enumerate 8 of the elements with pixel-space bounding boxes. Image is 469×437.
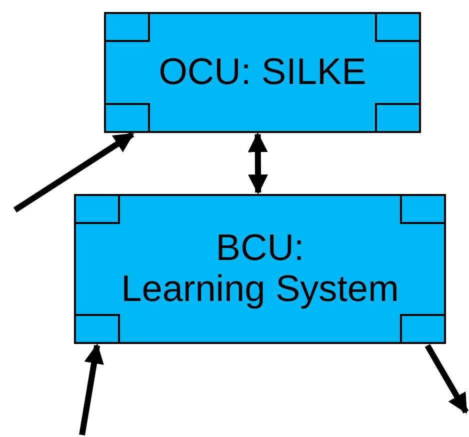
arrow <box>424 344 469 414</box>
arrow <box>13 132 134 213</box>
process-box <box>74 194 446 344</box>
arrow <box>79 344 104 436</box>
process-box <box>104 12 421 133</box>
arrow <box>248 132 268 194</box>
box-label: BCU: Learning System <box>121 228 399 310</box>
box-label: OCU: SILKE <box>158 52 366 93</box>
